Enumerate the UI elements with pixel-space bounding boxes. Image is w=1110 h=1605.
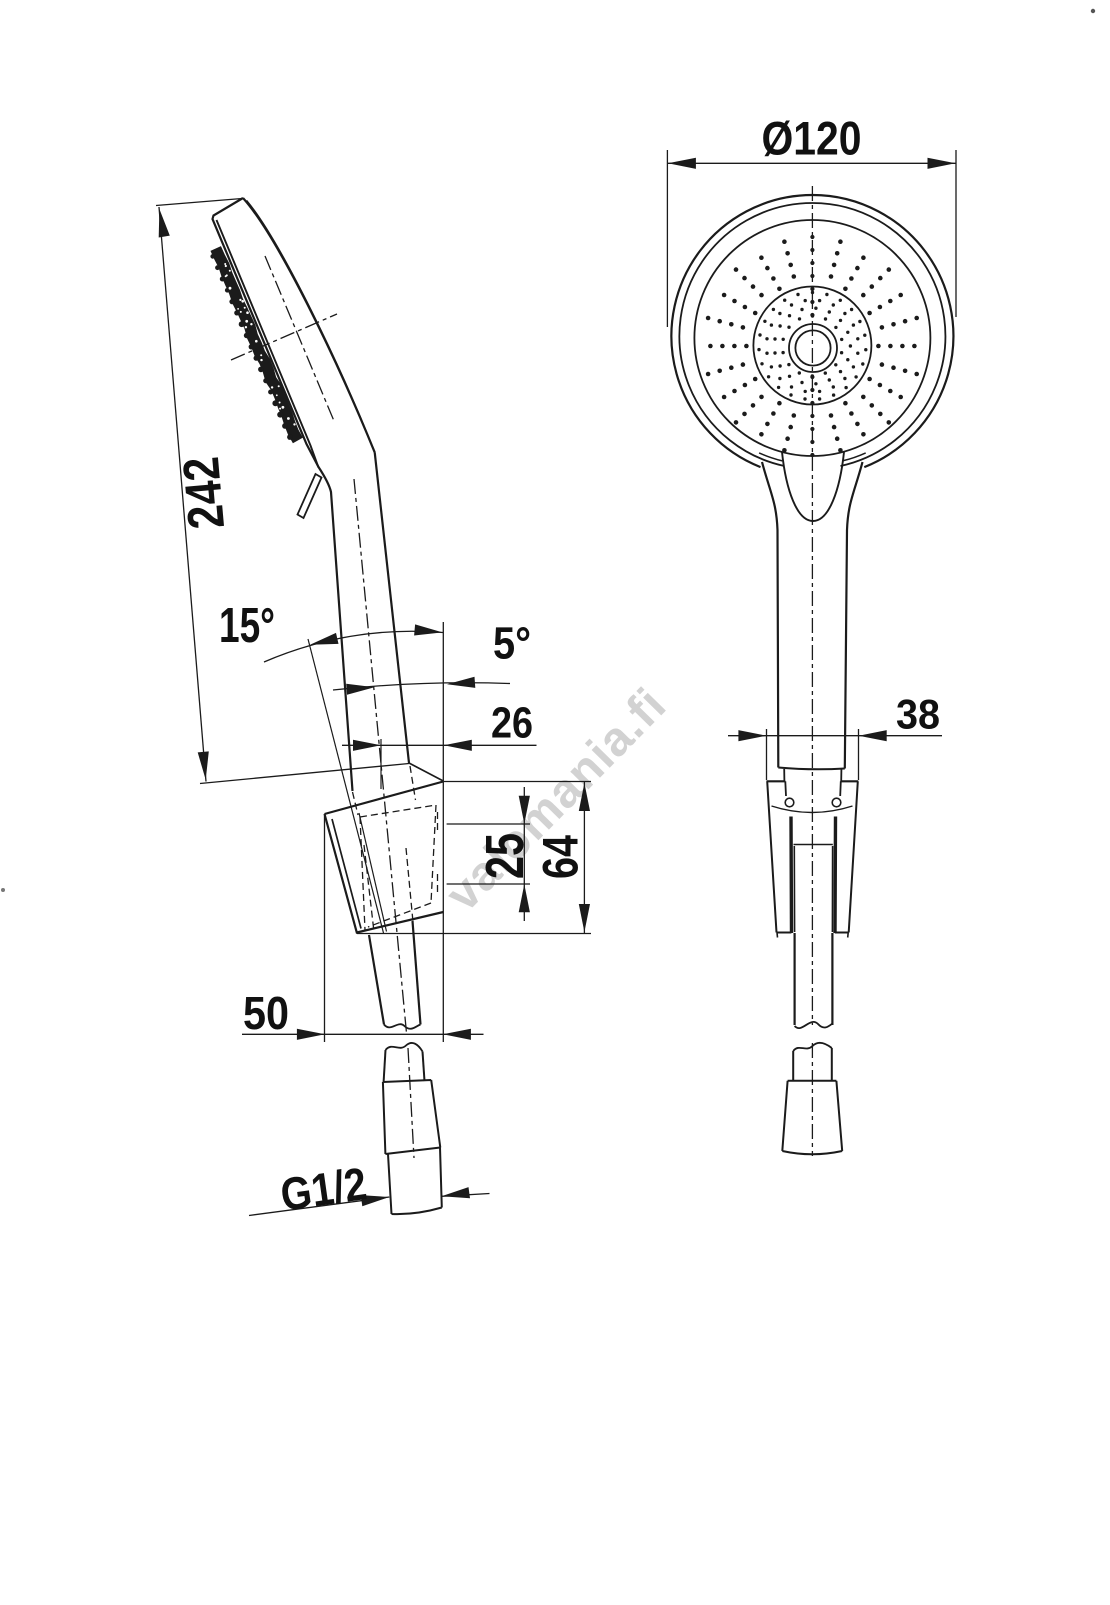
svg-text:50: 50: [243, 987, 289, 1039]
svg-text:26: 26: [491, 699, 533, 748]
svg-text:G1/2: G1/2: [277, 1157, 369, 1220]
svg-text:25: 25: [475, 833, 535, 879]
svg-text:Ø120: Ø120: [762, 112, 862, 165]
svg-text:5°: 5°: [493, 618, 531, 669]
svg-text:64: 64: [533, 835, 589, 879]
svg-text:valomania.fi: valomania.fi: [436, 678, 677, 922]
svg-text:38: 38: [896, 691, 940, 738]
svg-text:15°: 15°: [219, 599, 275, 653]
svg-text:242: 242: [172, 455, 235, 532]
